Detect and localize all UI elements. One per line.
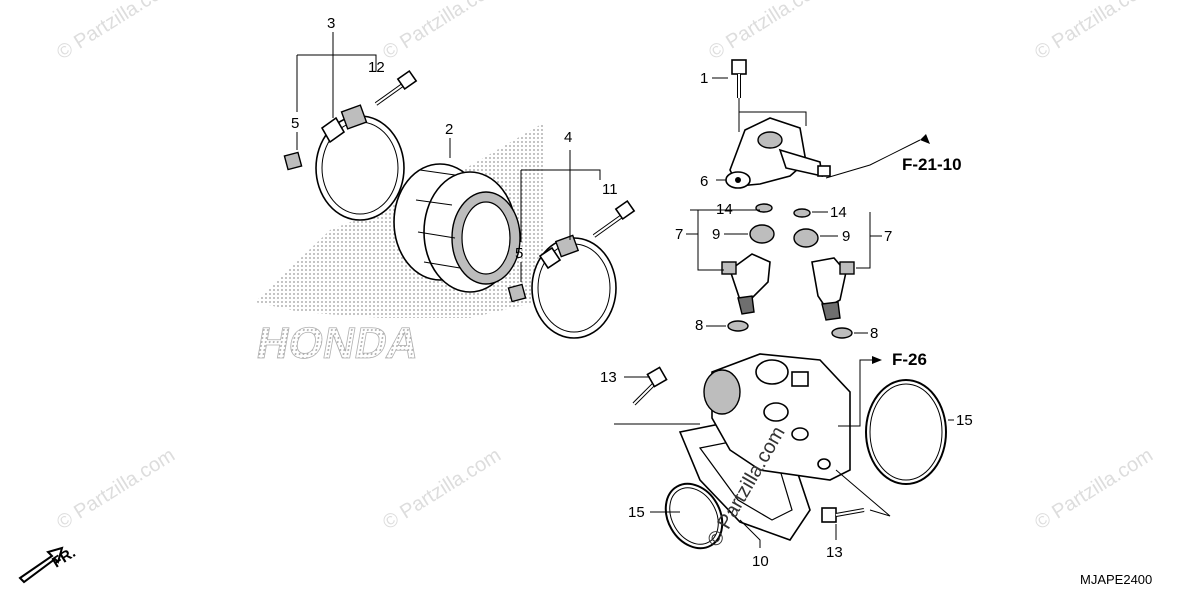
bolt-11 [592,199,636,238]
watermark: © Partzilla.com [53,444,179,534]
callout-4: 4 [564,129,572,146]
callout-8: 8 [695,317,703,334]
watermark: © Partzilla.com [379,444,505,534]
callout-15: 15 [956,412,973,429]
callout-12: 12 [368,59,385,76]
callout-13: 13 [826,544,843,561]
band-clamp-lower [531,234,617,339]
watermark: © Partzilla.com [53,0,179,64]
watermark: © Partzilla.com [705,0,831,64]
callout-3: 3 [327,15,335,32]
callout-6: 6 [700,173,708,190]
nut-upper [283,151,303,171]
callout-11: 11 [602,181,618,198]
callout-5: 5 [291,115,299,132]
diagram-code: MJAPE2400 [1080,572,1152,587]
callout-1: 1 [700,70,708,87]
o-ring-right [865,379,947,485]
callout-9: 9 [842,228,850,245]
reference-f-26: F-26 [892,350,927,369]
band-clamp-upper [315,104,405,221]
callout-8: 8 [870,325,878,342]
callout-14: 14 [716,201,733,218]
watermark: © Partzilla.com [1031,444,1157,534]
injector-right [793,208,855,339]
bolt-1 [731,59,747,98]
callout-10: 10 [752,553,769,570]
gasket-lower [664,482,724,550]
callout-5: 5 [515,245,523,262]
callout-14: 14 [830,204,847,221]
callout-15: 15 [628,504,645,521]
callout-labels: 3 12 5 2 4 11 5 1 6 F-21-10 14 7 9 8 14 … [291,15,973,570]
bolt-13-upper [632,366,668,406]
fuel-joint [725,117,831,189]
injector-left [721,203,775,332]
front-label: FR. [49,544,79,571]
front-direction-arrow: FR. [18,544,79,584]
bolt-13-lower [821,507,865,523]
reference-arrows [872,134,930,364]
leader-lines [296,32,954,548]
honda-logo-text: HONDA [253,319,423,368]
throttle-body [678,353,851,541]
callout-7: 7 [884,228,892,245]
callout-2: 2 [445,121,453,138]
watermark: © Partzilla.com [1031,0,1157,64]
reference-f-21-10: F-21-10 [902,155,962,174]
intake-boot [393,163,521,293]
callout-13: 13 [600,369,617,386]
bolt-12 [374,69,418,106]
nut-lower [507,283,527,303]
watermark: © Partzilla.com [379,0,505,64]
callout-7: 7 [675,226,683,243]
callout-9: 9 [712,226,720,243]
